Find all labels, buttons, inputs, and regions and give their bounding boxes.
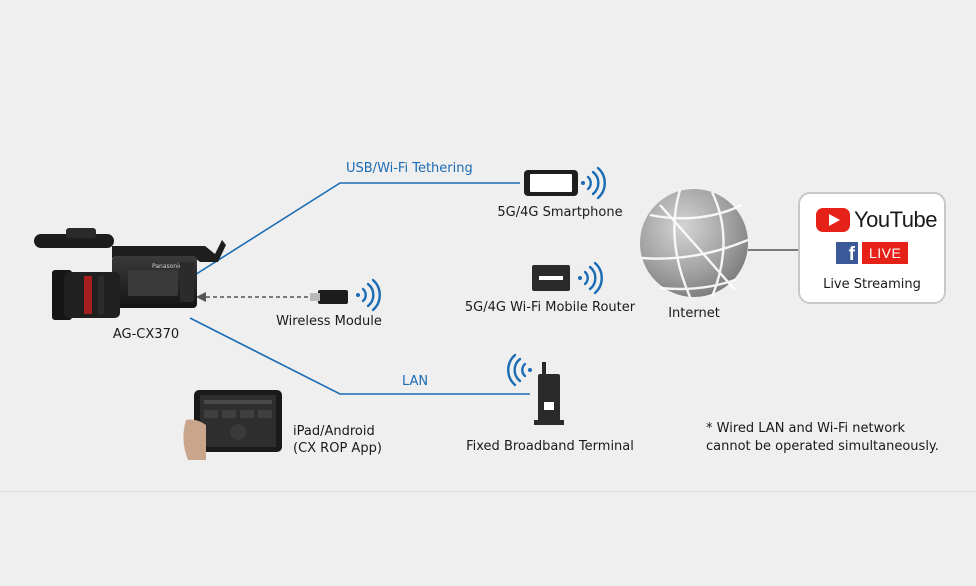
live-streaming-label: Live Streaming <box>823 277 921 292</box>
tablet-icon <box>183 390 282 460</box>
smartphone-label: 5G/4G Smartphone <box>497 205 623 220</box>
camera-label: AG-CX370 <box>112 327 180 342</box>
youtube-wordmark: YouTube <box>854 207 937 232</box>
wireless-module-wifi-icon <box>356 278 381 312</box>
live-streaming-box: YouTube f LIVE Live Streaming <box>798 192 946 304</box>
facebook-live-logo: f LIVE <box>836 242 909 264</box>
internet-globe-icon <box>640 189 749 298</box>
tethering-label: USB/Wi-Fi Tethering <box>346 161 473 176</box>
tablet-label-line1: iPad/Android <box>293 424 375 439</box>
facebook-icon: f <box>836 242 858 264</box>
live-badge: LIVE <box>862 242 909 264</box>
broadband-terminal-label: Fixed Broadband Terminal <box>466 439 634 454</box>
tablet-label-line2: (CX ROP App) <box>293 441 382 456</box>
youtube-logo: YouTube <box>816 206 937 234</box>
svg-text:Panasonic: Panasonic <box>152 263 182 270</box>
camera-icon: Panasonic <box>34 228 226 320</box>
youtube-play-icon <box>816 208 850 232</box>
wireless-module-label: Wireless Module <box>276 314 382 329</box>
note-line-1: * Wired LAN and Wi-Fi network <box>706 421 906 436</box>
note-line-2: cannot be operated simultaneously. <box>706 439 939 454</box>
tethering-line <box>189 182 520 279</box>
broadband-wifi-icon <box>507 353 532 387</box>
router-label: 5G/4G Wi-Fi Mobile Router <box>464 300 636 315</box>
lan-line <box>189 317 530 395</box>
broadband-terminal-icon <box>534 362 564 425</box>
network-note: * Wired LAN and Wi-Fi network cannot be … <box>706 420 939 456</box>
divider <box>0 491 976 492</box>
wireless-module-icon <box>310 290 348 304</box>
router-icon <box>532 265 570 291</box>
router-wifi-icon <box>578 261 603 295</box>
smartphone-icon <box>524 170 578 196</box>
smartphone-wifi-icon <box>581 166 606 200</box>
arrow-head-icon <box>196 292 206 302</box>
lan-label: LAN <box>402 374 429 389</box>
internet-label: Internet <box>668 306 720 321</box>
